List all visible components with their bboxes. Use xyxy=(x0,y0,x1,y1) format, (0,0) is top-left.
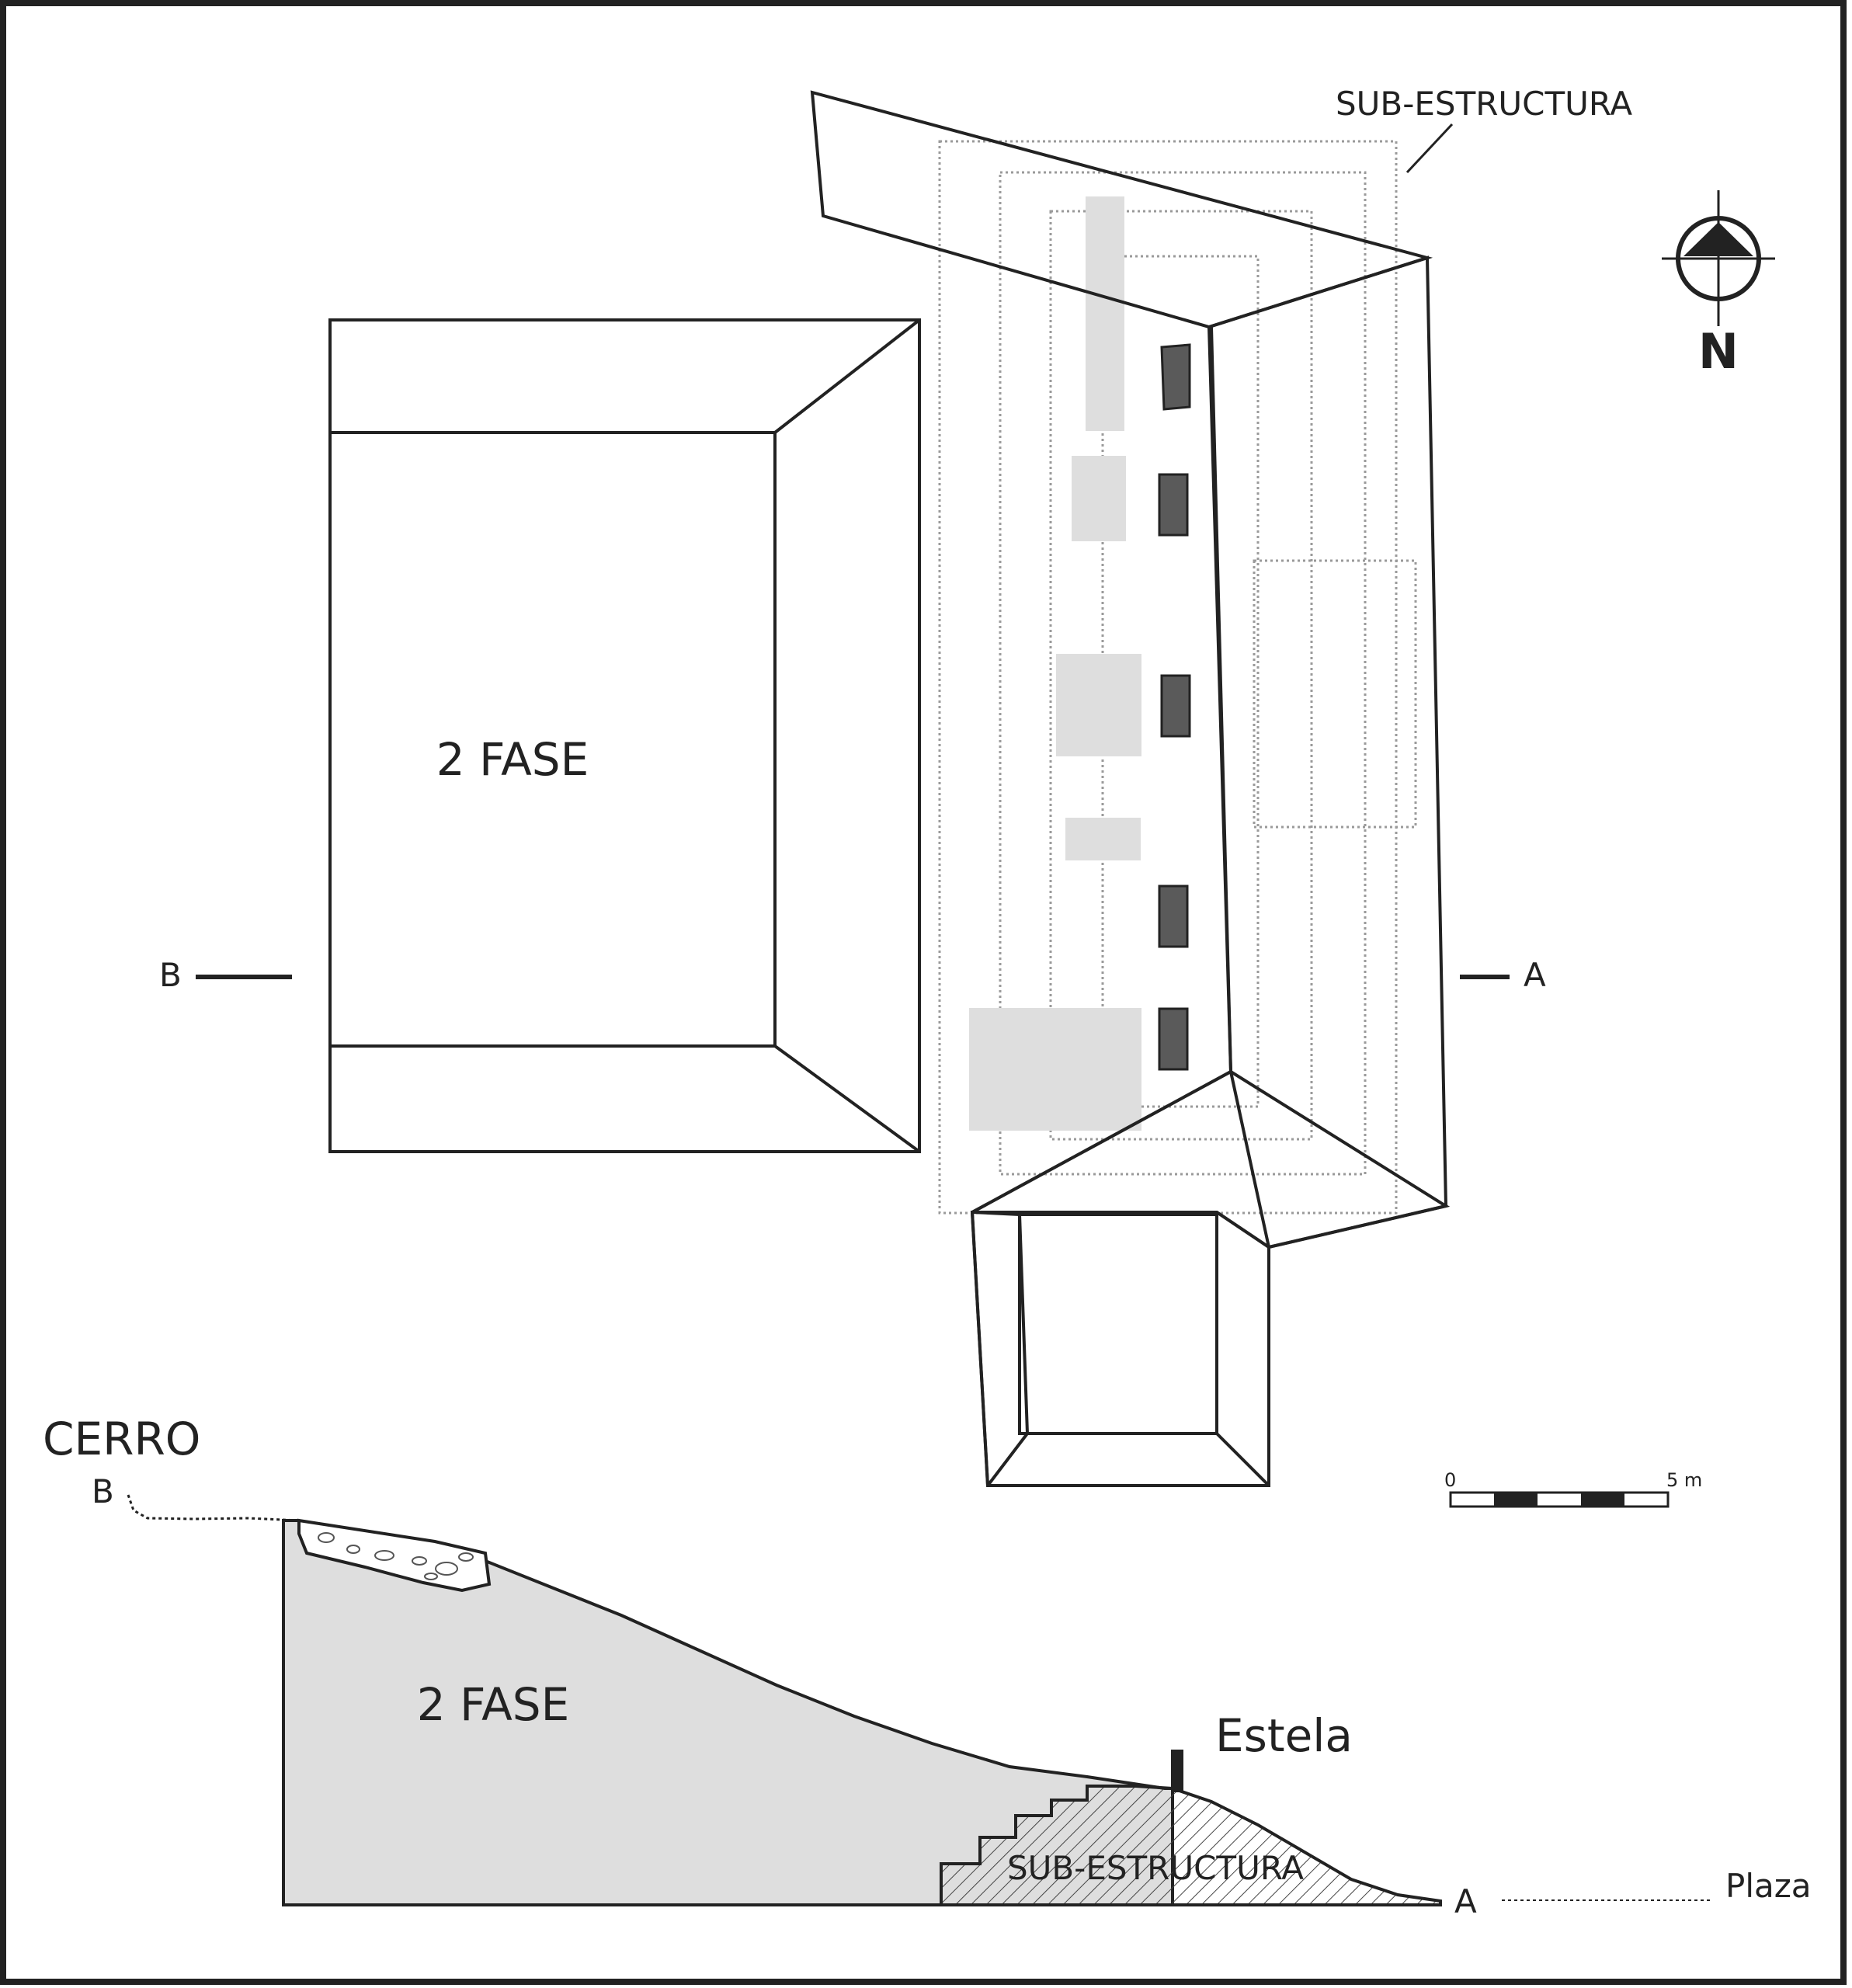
plan-view: 2 FASE SUB-ESTRUCTURA B A xyxy=(159,85,1632,1487)
phase2-building-plan xyxy=(328,318,921,1153)
cerro-ground-line xyxy=(127,1494,300,1522)
section-plaza-label: Plaza xyxy=(1725,1867,1812,1905)
plan-substructure-label: SUB-ESTRUCTURA xyxy=(1336,85,1632,123)
plan-phase2-label: 2 FASE xyxy=(436,733,589,786)
section-view: CERRO B 2 FASE Estela SUB-ESTRUCTURA A P… xyxy=(43,1413,1812,1920)
section-marker-b: B xyxy=(159,956,182,994)
substructure-body xyxy=(1207,255,1448,1249)
north-label: N xyxy=(1698,323,1739,380)
section-substructure-label: SUB-ESTRUCTURA xyxy=(1007,1849,1304,1887)
south-annex xyxy=(970,1211,1270,1487)
section-b-label: B xyxy=(92,1472,114,1510)
excavation-patches xyxy=(969,196,1141,1131)
north-arrow: N xyxy=(1662,190,1775,380)
scale-label-start: 0 xyxy=(1444,1469,1456,1491)
rubble-stones xyxy=(318,1532,474,1580)
section-substructure-fill xyxy=(940,1785,1442,1906)
estela-post xyxy=(1171,1750,1183,1792)
section-marker-a: A xyxy=(1524,956,1546,994)
substructure-leader-line xyxy=(1406,123,1454,174)
scale-label-end: 5 m xyxy=(1666,1469,1702,1491)
scale-bar: 0 5 m xyxy=(1444,1469,1702,1508)
section-phase2-label: 2 FASE xyxy=(417,1678,570,1731)
section-cerro-label: CERRO xyxy=(43,1413,200,1465)
section-a-label: A xyxy=(1454,1882,1477,1920)
stelae-markers xyxy=(1158,343,1191,1071)
section-estela-label: Estela xyxy=(1215,1709,1353,1762)
